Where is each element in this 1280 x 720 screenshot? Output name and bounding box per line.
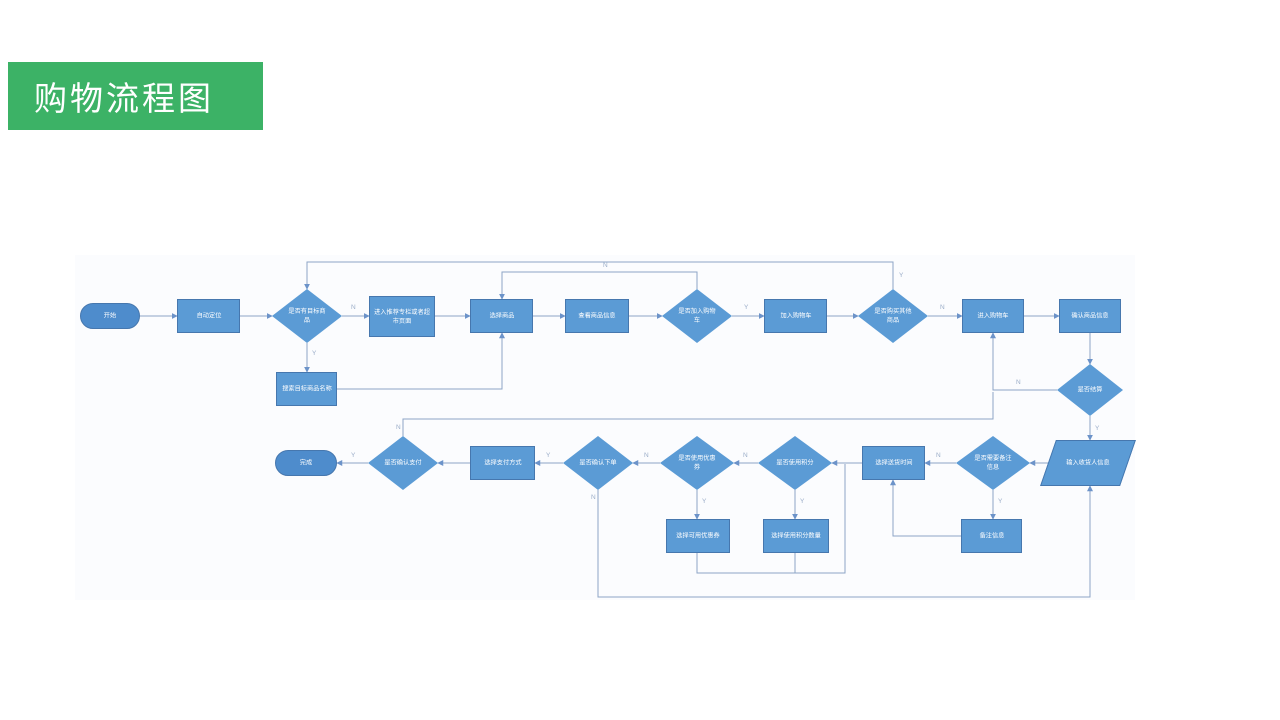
edge-label: Y: [998, 498, 1003, 505]
stadium-shape: [275, 450, 337, 476]
edge-label: Y: [312, 350, 317, 357]
node-select-delivery-time: 选择送货时间: [862, 446, 925, 480]
node-confirm-order-q: 是否确认下单: [563, 436, 633, 490]
node-use-points-q: 是否使用积分: [758, 436, 832, 490]
diamond-shape: [662, 289, 732, 343]
rect-shape: [1059, 299, 1121, 333]
node-start: 开始: [80, 303, 140, 329]
title-banner: 购物流程图: [8, 62, 263, 130]
diamond-shape: [563, 436, 633, 490]
node-search-target-name: 搜索目标商品名称: [276, 372, 337, 406]
edge-label: N: [1016, 379, 1021, 386]
edge-label: N: [940, 304, 945, 311]
edge-connector: [402, 392, 994, 436]
rect-shape: [862, 446, 925, 480]
node-buy-other-q: 是否购买其他商品: [858, 289, 928, 343]
node-has-target-q: 是否有目标商品: [272, 289, 342, 343]
node-note-info: 备注信息: [961, 519, 1022, 553]
edge-label: Y: [1095, 425, 1100, 432]
diamond-shape: [956, 436, 1030, 490]
diamond-shape: [368, 436, 438, 490]
edge-connector: [337, 332, 505, 390]
node-input-recipient-info: 输入收货人信息: [1040, 440, 1136, 486]
rect-shape: [470, 446, 535, 480]
rect-shape: [764, 299, 827, 333]
node-enter-cart: 进入购物车: [962, 299, 1024, 333]
page-title: 购物流程图: [34, 82, 214, 118]
diamond-shape: [1057, 364, 1123, 416]
node-settle-q: 是否结算: [1057, 364, 1123, 416]
node-add-to-cart: 加入购物车: [764, 299, 827, 333]
edge-connector: [890, 479, 961, 537]
diamond-shape: [660, 436, 734, 490]
node-confirm-pay-q: 是否确认支付: [368, 436, 438, 490]
node-select-goods: 选择商品: [470, 299, 533, 333]
diamond-shape: [858, 289, 928, 343]
edge-label: N: [644, 452, 649, 459]
edge-label: N: [396, 424, 401, 431]
edge-label: Y: [546, 452, 551, 459]
edge-label: Y: [744, 304, 749, 311]
rect-shape: [177, 299, 240, 333]
edge-connector: [499, 271, 698, 300]
edge-connector: [696, 464, 846, 574]
rect-shape: [763, 519, 829, 553]
node-need-note-q: 是否需要备注信息: [956, 436, 1030, 490]
rect-shape: [565, 299, 629, 333]
node-enter-column: 进入推荐专栏或者超市页面: [369, 296, 435, 337]
node-select-coupon: 选择可用优惠券: [666, 519, 730, 553]
edge-label: N: [591, 494, 596, 501]
edge-label: Y: [899, 272, 904, 279]
edge-label: N: [743, 452, 748, 459]
edge-connector: [304, 261, 894, 290]
edge-label: Y: [351, 452, 356, 459]
node-view-goods-info: 查看商品信息: [565, 299, 629, 333]
edge-connector: [990, 332, 1057, 391]
node-use-coupon-q: 是否使用优惠券: [660, 436, 734, 490]
node-select-points-amount: 选择使用积分数量: [763, 519, 829, 553]
node-select-pay-method: 选择支付方式: [470, 446, 535, 480]
rect-shape: [666, 519, 730, 553]
diamond-shape: [758, 436, 832, 490]
node-auto-locate: 自动定位: [177, 299, 240, 333]
rect-shape: [961, 519, 1022, 553]
edge-label: Y: [800, 498, 805, 505]
node-finish: 完成: [275, 450, 337, 476]
parallelogram-shape: [1040, 440, 1136, 486]
node-add-to-cart-q: 是否加入购物车: [662, 289, 732, 343]
edge-label: N: [603, 262, 608, 269]
edge-connector: [597, 485, 1093, 598]
rect-shape: [962, 299, 1024, 333]
node-confirm-goods-info: 确认商品信息: [1059, 299, 1121, 333]
edge-label: N: [936, 452, 941, 459]
diamond-shape: [272, 289, 342, 343]
stadium-shape: [80, 303, 140, 329]
rect-shape: [369, 296, 435, 337]
rect-shape: [470, 299, 533, 333]
edge-label: Y: [702, 498, 707, 505]
edge-label: N: [351, 304, 356, 311]
rect-shape: [276, 372, 337, 406]
